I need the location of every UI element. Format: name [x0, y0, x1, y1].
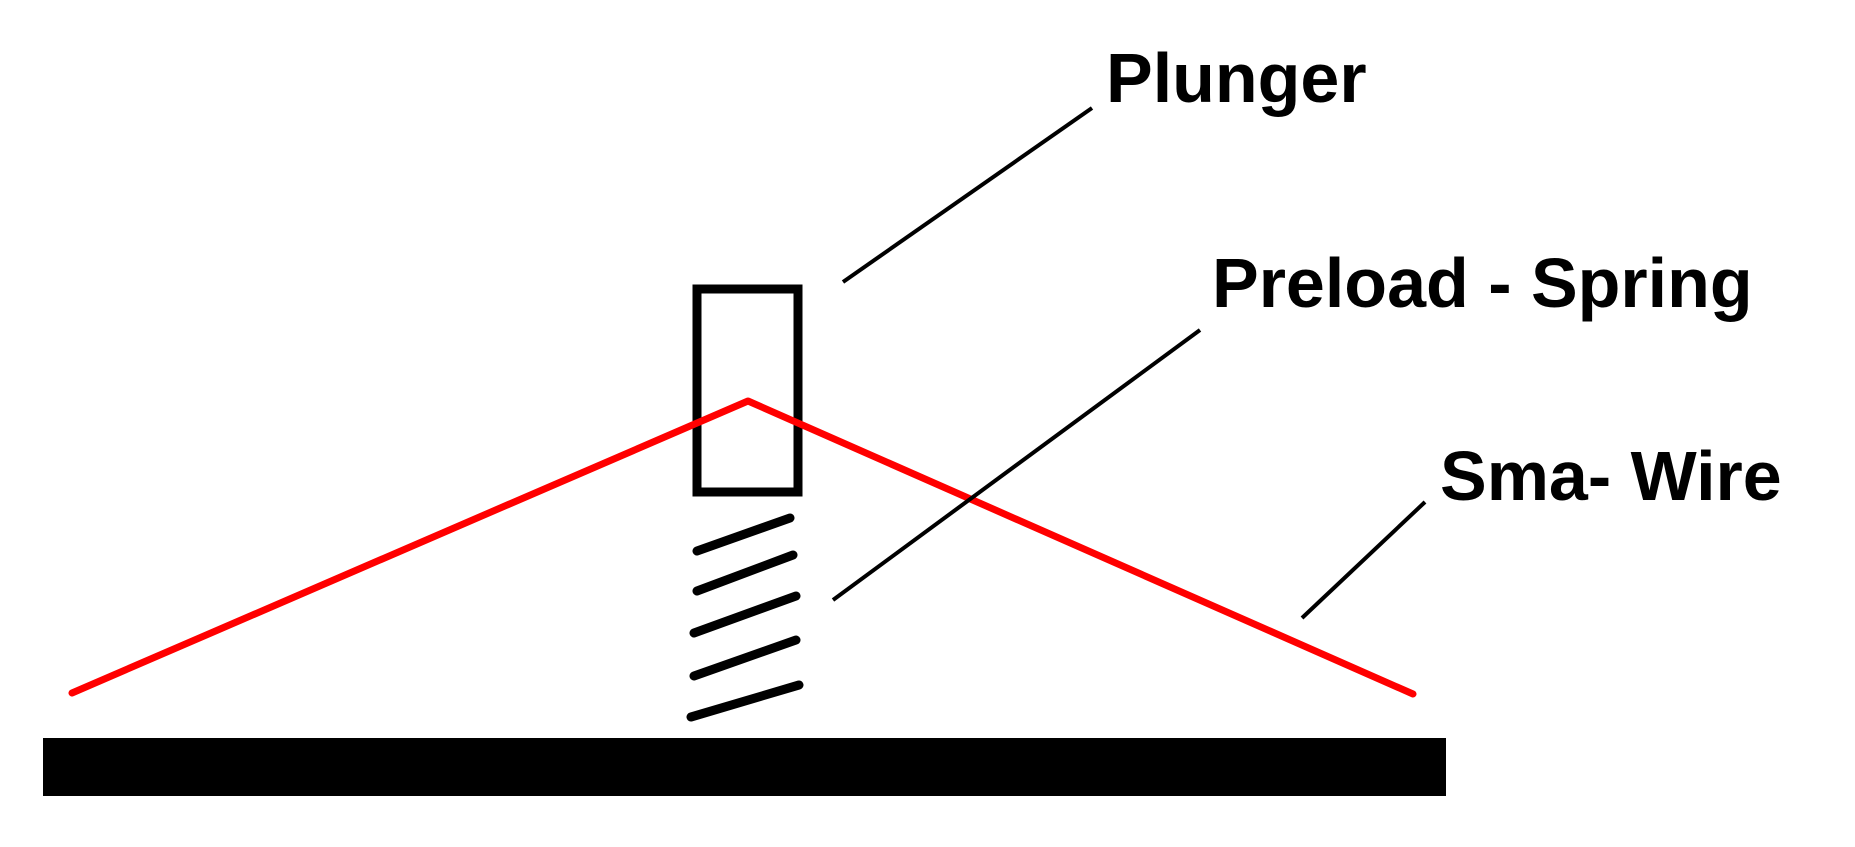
spring-coil — [686, 680, 804, 722]
sma-wire-label: Sma- Wire — [1440, 437, 1782, 515]
sma-wire — [68, 397, 1417, 698]
plunger-body — [692, 284, 803, 497]
base-plate — [43, 738, 1446, 796]
preload-spring — [686, 513, 804, 722]
spring-coil — [692, 513, 795, 556]
spring-coil — [689, 635, 801, 681]
preload-spring-label: Preload - Spring — [1212, 244, 1753, 322]
spring-coil — [692, 550, 798, 596]
sma-wire-leader-line — [1300, 500, 1427, 620]
plunger-leader-line — [841, 106, 1094, 284]
plunger-label: Plunger — [1106, 39, 1367, 117]
spring-coil — [689, 591, 801, 638]
preload-spring-leader-line — [831, 328, 1202, 602]
